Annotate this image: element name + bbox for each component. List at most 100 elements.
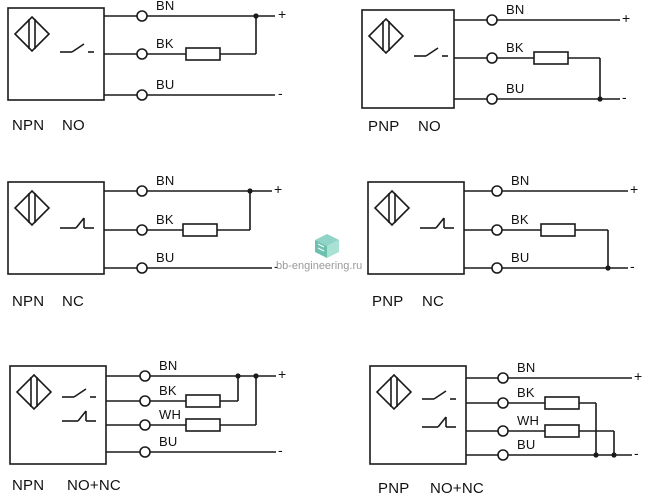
load-resistor-2-1 bbox=[182, 223, 218, 237]
terminal-4-3 bbox=[139, 446, 151, 458]
wire-label-bk-3: BK bbox=[511, 212, 529, 227]
load-resistor-3-1 bbox=[540, 223, 576, 237]
contact-mode-label-1: NO bbox=[418, 118, 441, 135]
terminal-2-1 bbox=[136, 224, 148, 236]
terminal-0-0 bbox=[136, 10, 148, 22]
wire-label-wh-4: WH bbox=[159, 407, 182, 422]
wire-label-bk-5: BK bbox=[517, 385, 535, 400]
terminal-1-0 bbox=[486, 14, 498, 26]
load-resistor-4-1 bbox=[185, 394, 221, 408]
output-type-label-2: NPN bbox=[12, 293, 45, 310]
watermark: bb-engineering.ru bbox=[276, 232, 386, 276]
supply-minus-3: - bbox=[630, 258, 635, 274]
wire-label-bn-4: BN bbox=[159, 358, 178, 373]
terminal-0-1 bbox=[136, 48, 148, 60]
supply-plus-3: + bbox=[630, 181, 639, 197]
terminal-2-2 bbox=[136, 262, 148, 274]
wire-label-bn-3: BN bbox=[511, 173, 530, 188]
wire-label-bn-5: BN bbox=[517, 360, 536, 375]
circuit-2 bbox=[7, 181, 272, 275]
watermark-logo-icon bbox=[315, 234, 339, 258]
junction-dot-2-1 bbox=[247, 188, 253, 194]
terminal-3-1 bbox=[491, 224, 503, 236]
contact-mode-label-0: NO bbox=[62, 117, 85, 134]
sensor-symbol-icon-4 bbox=[15, 373, 53, 411]
wire-label-bu-2: BU bbox=[156, 250, 175, 265]
output-type-label-3: PNP bbox=[372, 293, 404, 310]
output-type-label-0: NPN bbox=[12, 117, 45, 134]
wire-label-bu-3: BU bbox=[511, 250, 530, 265]
wire-label-bu-1: BU bbox=[506, 81, 525, 96]
load-resistor-1-1 bbox=[533, 51, 569, 65]
sensor-housing-0 bbox=[7, 7, 105, 101]
supply-plus-4: + bbox=[278, 366, 287, 382]
sensor-symbol-icon-1 bbox=[367, 17, 405, 55]
wire-label-bk-4: BK bbox=[159, 383, 177, 398]
terminal-0-2 bbox=[136, 89, 148, 101]
circuit-1 bbox=[361, 9, 620, 109]
supply-plus-5: + bbox=[634, 368, 643, 384]
supply-minus-0: - bbox=[278, 85, 283, 101]
load-resistor-5-1 bbox=[544, 396, 580, 410]
supply-plus-2: + bbox=[274, 181, 283, 197]
contact-nc-4-blade bbox=[77, 410, 87, 422]
load-resistor-0-1 bbox=[185, 47, 221, 61]
sensor-housing-3 bbox=[367, 181, 465, 275]
output-type-label-1: PNP bbox=[368, 118, 400, 135]
terminal-3-2 bbox=[491, 262, 503, 274]
wire-label-bn-2: BN bbox=[156, 173, 175, 188]
wire-label-bu-0: BU bbox=[156, 77, 175, 92]
wire-label-bn-0: BN bbox=[156, 0, 175, 13]
supply-minus-2: - bbox=[274, 258, 279, 274]
sensor-housing-4 bbox=[9, 365, 107, 465]
output-type-label-4: NPN bbox=[12, 477, 45, 494]
terminal-1-2 bbox=[486, 93, 498, 105]
terminal-4-0 bbox=[139, 370, 151, 382]
watermark-text: bb-engineering.ru bbox=[276, 260, 363, 272]
supply-plus-1: + bbox=[622, 10, 631, 26]
supply-minus-1: - bbox=[622, 89, 627, 105]
terminal-5-3 bbox=[497, 449, 509, 461]
contact-no-0-blade bbox=[71, 43, 85, 53]
supply-minus-4: - bbox=[278, 442, 283, 458]
wire-label-wh-5: WH bbox=[517, 413, 540, 428]
contact-mode-label-3: NC bbox=[422, 293, 445, 310]
wire-label-bk-0: BK bbox=[156, 36, 174, 51]
contact-mode-label-4: NO+NC bbox=[67, 477, 121, 494]
junction-dot-4-1 bbox=[235, 373, 241, 379]
terminal-5-2 bbox=[497, 425, 509, 437]
contact-no-5-blade bbox=[433, 390, 447, 400]
terminal-1-1 bbox=[486, 52, 498, 64]
sensor-housing-2 bbox=[7, 181, 105, 275]
contact-no-4-blade bbox=[73, 388, 87, 398]
supply-minus-5: - bbox=[634, 445, 639, 461]
sensor-symbol-icon-2 bbox=[13, 189, 51, 227]
circuit-0 bbox=[7, 7, 275, 101]
sensor-symbol-icon-5 bbox=[375, 373, 413, 411]
terminal-5-1 bbox=[497, 397, 509, 409]
junction-dot-0-1 bbox=[253, 13, 259, 19]
sensor-symbol-icon-0 bbox=[13, 15, 51, 53]
sensor-housing-5 bbox=[369, 365, 467, 465]
load-resistor-5-2 bbox=[544, 424, 580, 438]
contact-nc-5-blade bbox=[437, 416, 447, 428]
wire-label-bn-1: BN bbox=[506, 2, 525, 17]
contact-no-1-blade bbox=[425, 47, 439, 57]
wire-label-bk-2: BK bbox=[156, 212, 174, 227]
sensor-symbol-icon-3 bbox=[373, 189, 411, 227]
contact-mode-label-2: NC bbox=[62, 293, 85, 310]
circuit-3 bbox=[367, 181, 628, 275]
sensor-housing-1 bbox=[361, 9, 455, 109]
terminal-2-0 bbox=[136, 185, 148, 197]
contact-mode-label-5: NO+NC bbox=[430, 480, 484, 497]
load-resistor-4-2 bbox=[185, 418, 221, 432]
terminal-4-2 bbox=[139, 419, 151, 431]
contact-nc-2-blade bbox=[75, 217, 85, 229]
terminal-4-1 bbox=[139, 395, 151, 407]
circuit-4 bbox=[9, 365, 276, 465]
terminal-5-0 bbox=[497, 372, 509, 384]
terminal-3-0 bbox=[491, 185, 503, 197]
wire-label-bu-4: BU bbox=[159, 434, 178, 449]
